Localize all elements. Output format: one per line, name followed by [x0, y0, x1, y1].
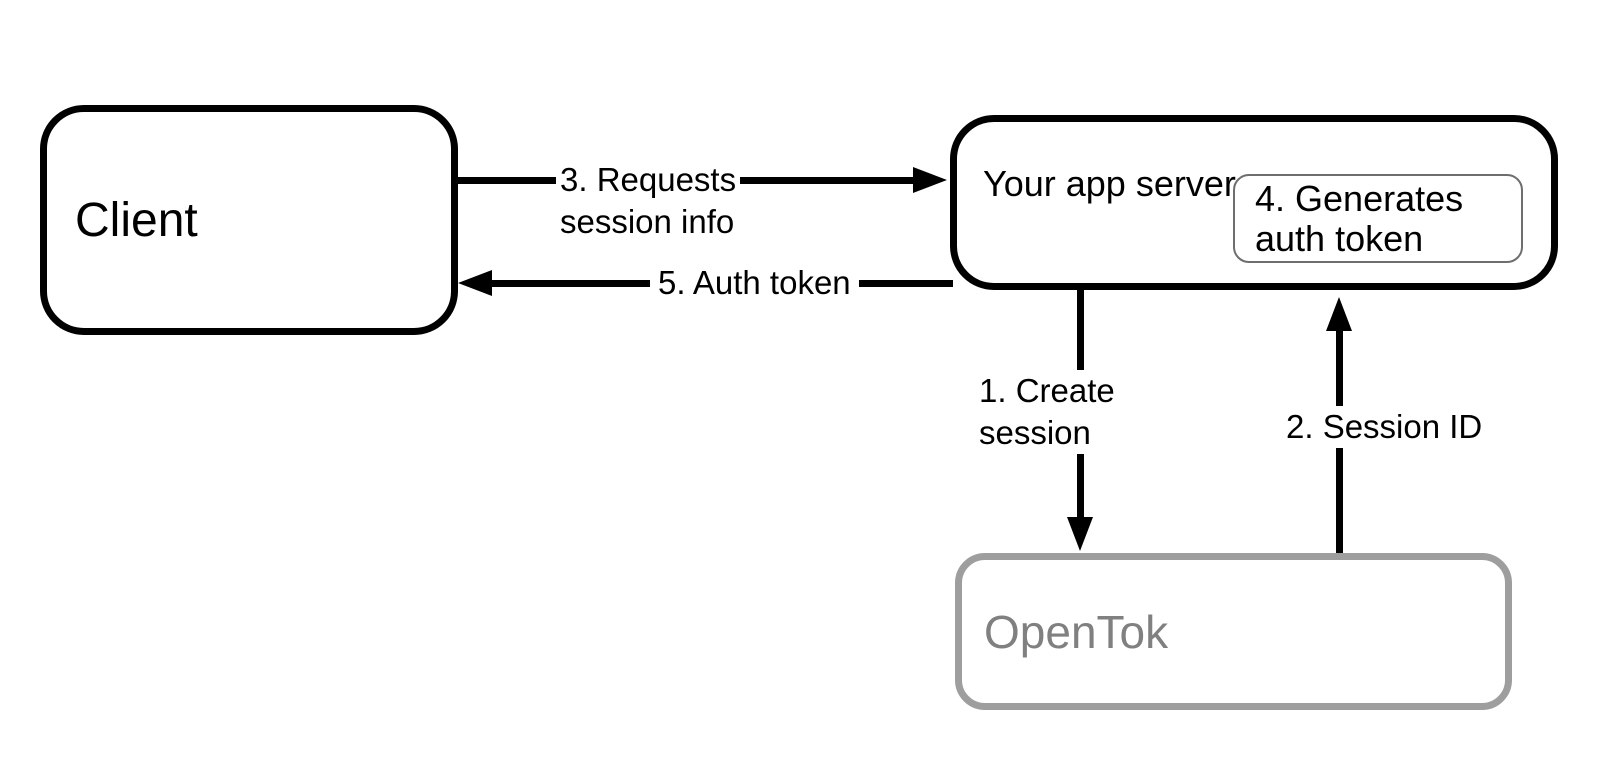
arrowhead-down-icon	[1067, 517, 1093, 551]
arrowhead-right-icon	[913, 167, 947, 193]
arrowhead-up-icon	[1326, 297, 1352, 331]
generates-auth-token-node: 4. Generates auth token	[1233, 174, 1523, 263]
opentok-node-label: OpenTok	[984, 605, 1169, 658]
requests-session-info-arrow-label: 3. Requests session info	[556, 159, 741, 243]
generates-label-line2: auth token	[1255, 217, 1424, 259]
app-server-node: Your app server 4. Generates auth token	[950, 115, 1558, 290]
auth-token-arrow-label: 5. Auth token	[650, 262, 859, 304]
session-id-label-text: 2. Session ID	[1286, 408, 1483, 445]
requests-label-line1: 3. Requests	[560, 161, 737, 198]
client-node: Client	[40, 105, 458, 335]
create-session-label-line2: session	[979, 414, 1091, 451]
arrowhead-left-icon	[458, 270, 492, 296]
opentok-node: OpenTok	[955, 553, 1512, 710]
generates-label-line1: 4. Generates	[1255, 177, 1464, 219]
create-session-arrow-label: 1. Create session	[973, 370, 1121, 454]
session-id-arrow-label: 2. Session ID	[1280, 406, 1489, 448]
app-server-node-label: Your app server	[983, 164, 1236, 204]
create-session-label-line1: 1. Create	[979, 372, 1115, 409]
app-server-label-line2: server	[1135, 163, 1236, 204]
client-node-label: Client	[75, 193, 198, 247]
app-server-label-line1: Your app	[983, 163, 1126, 204]
requests-label-line2: session info	[560, 203, 735, 240]
auth-token-label-text: 5. Auth token	[658, 264, 851, 301]
